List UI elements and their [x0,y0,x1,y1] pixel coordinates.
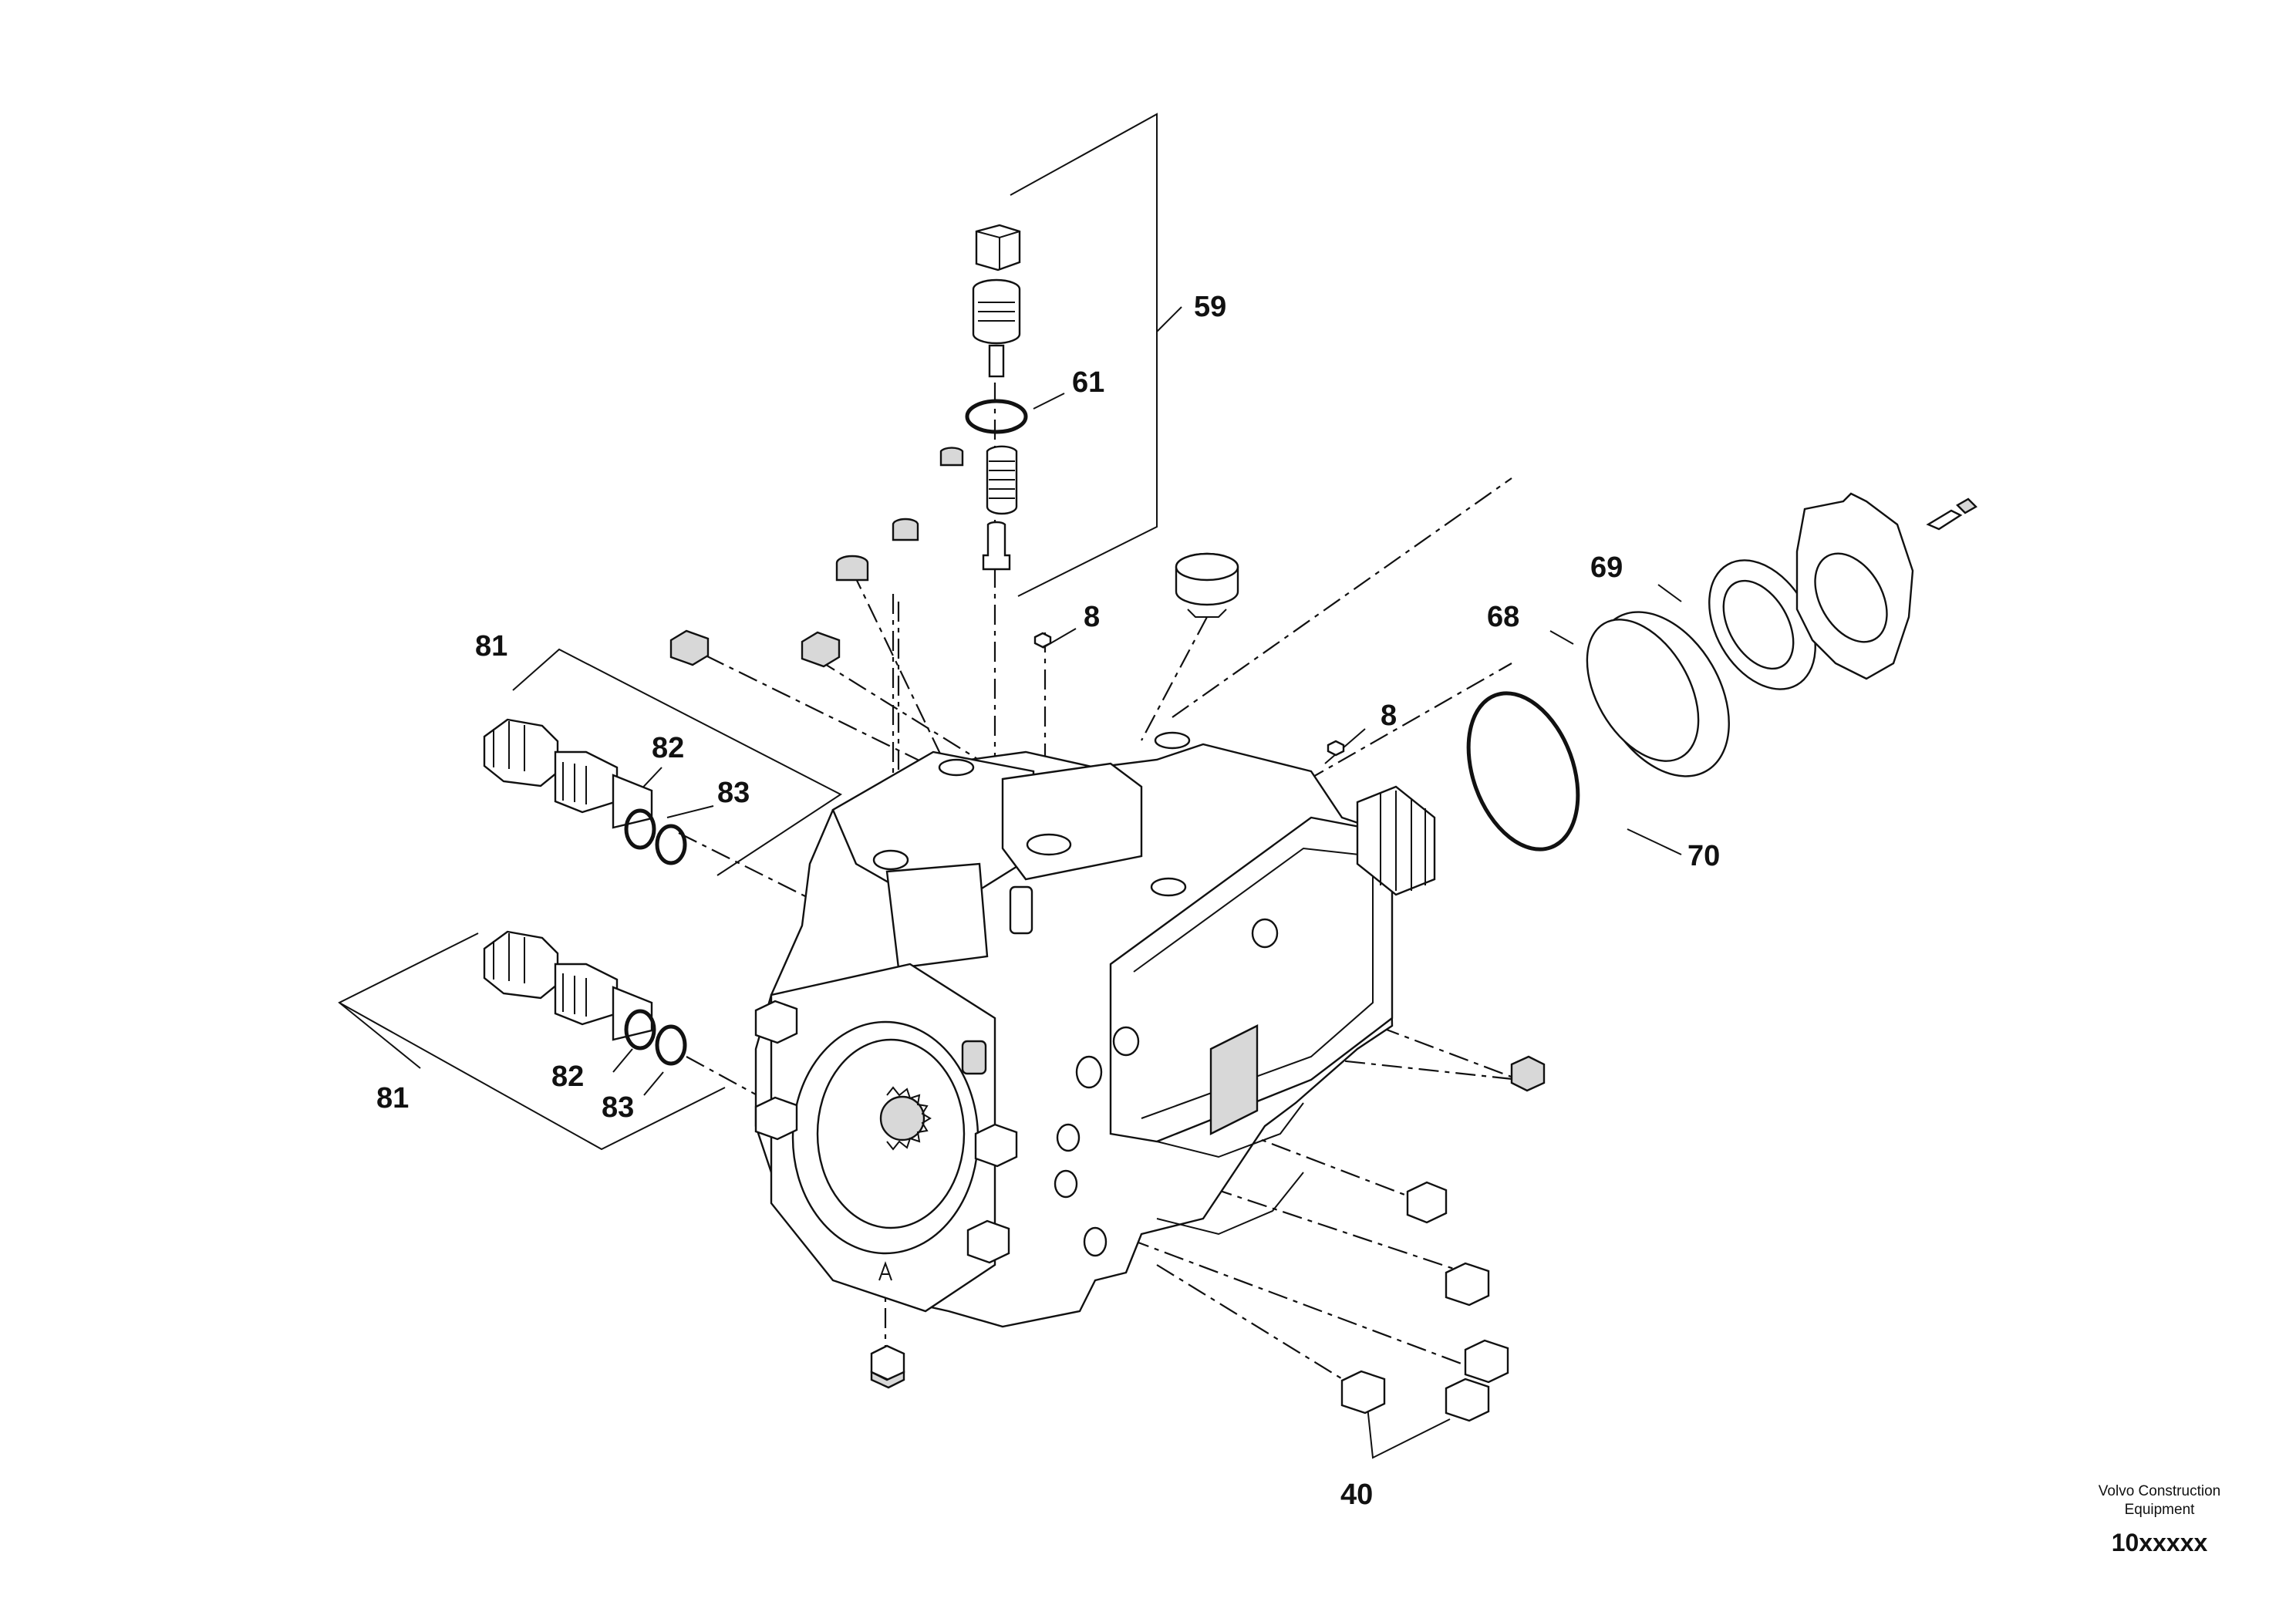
pump-housing [754,731,1436,1328]
callout-83-upper: 83 [717,777,750,809]
callout-70: 70 [1687,840,1720,872]
large-plug [1175,552,1239,618]
callout-40: 40 [1340,1479,1373,1511]
callout-8-right: 8 [1381,700,1397,732]
leader-lines [338,113,1682,1459]
bottom-plug [870,1344,905,1389]
small-plugs-8 [1033,632,1345,757]
seal-ring-68 [1586,611,1730,777]
callout-69: 69 [1590,551,1623,584]
bearing-69 [1708,559,1816,690]
callout-59: 59 [1194,291,1226,323]
callout-81-lower: 81 [376,1082,409,1114]
callout-61: 61 [1072,366,1104,399]
cap-screw [1926,497,1977,531]
o-ring-70 [1466,691,1580,851]
company-name-line2: Equipment [2124,1502,2195,1518]
cartridge-valve-upper [483,718,687,865]
cartridge-valve-lower [483,930,687,1066]
side-plugs-40 [1340,1055,1546,1422]
callout-81-upper: 81 [475,630,507,663]
callout-83-lower: 83 [602,1091,634,1124]
callout-82-upper: 82 [652,732,684,764]
callout-68: 68 [1487,601,1519,633]
relief-valve-stack [835,224,1028,582]
cover-plate [1795,492,1914,680]
callout-labels: 59 61 8 8 81 82 83 81 82 83 68 69 70 40 [376,291,1720,1511]
footer-branding: Volvo Construction Equipment 10xxxxx [2082,1482,2237,1557]
left-plugs [669,629,841,668]
company-name-line1: Volvo Construction [2098,1483,2221,1499]
callout-8-upper: 8 [1084,601,1100,633]
drawing-code: 10xxxxx [2111,1529,2208,1556]
callout-82-lower: 82 [551,1061,584,1093]
